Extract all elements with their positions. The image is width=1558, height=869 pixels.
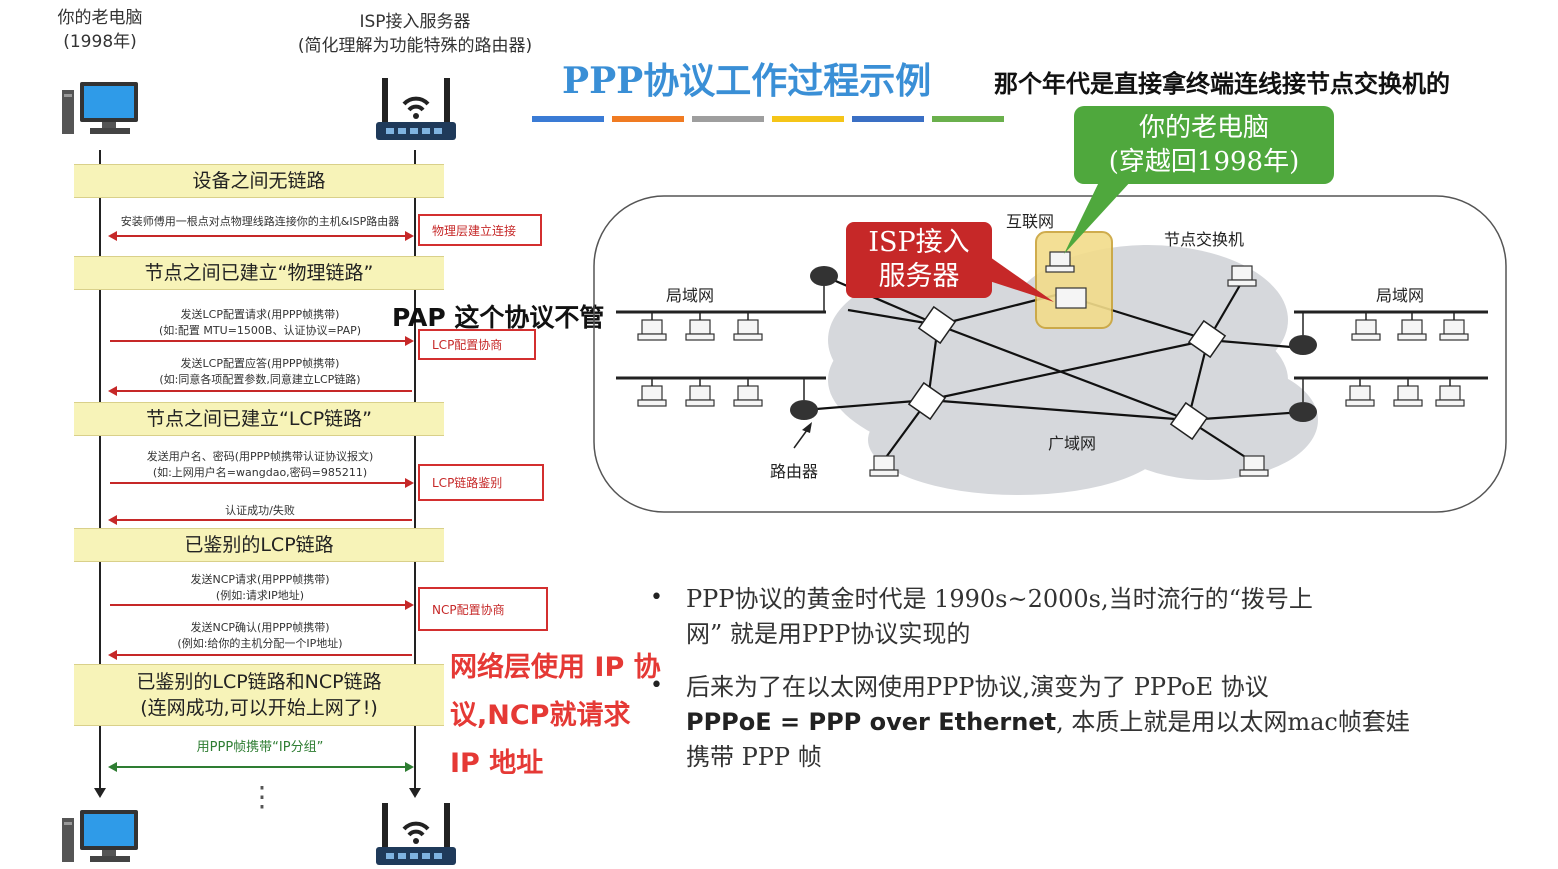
slide-title: PPP协议工作过程示例 (562, 60, 932, 102)
msg-ncp-ack: 发送NCP确认(用PPP帧携带) (例如:给你的主机分配一个IP地址) (177, 621, 343, 650)
phase-lcp: 节点之间已建立“LCP链路” (74, 402, 444, 436)
tag-lcp-auth: LCP链路鉴别 (418, 464, 544, 501)
isp-callout-pointer (980, 250, 1054, 302)
arrow-ncp-ack (108, 650, 412, 660)
ncp-note: 网络层使用 IP 协 议,NCP就请求 IP 地址 (450, 652, 661, 779)
label-internet: 互联网 (1006, 212, 1055, 231)
arrow-ncp-req (110, 600, 414, 610)
accent-bar (852, 116, 924, 122)
phase-no-link: 设备之间无链路 (74, 164, 444, 198)
arrow-install (108, 231, 414, 241)
pc-callout-pointer (1064, 180, 1132, 254)
accent-bar (692, 116, 764, 122)
pap-note: PAP 这个协议不管 (392, 303, 605, 332)
label-wan: 广域网 (1048, 434, 1097, 453)
label-lan-right: 局域网 (1376, 286, 1425, 305)
arrow-ip (108, 762, 414, 772)
bullet-1: PPP协议的黄金时代是 1990s~2000s,当时流行的“拨号上 网” 就是用… (686, 585, 1313, 648)
phase-final: 已鉴别的LCP链路和NCP链路 (连网成功,可以开始上网了!) (74, 664, 444, 726)
pc-lifeline-arrowhead (94, 788, 106, 798)
isp-lifeline (414, 150, 416, 790)
isp-label: ISP接入服务器 (简化理解为功能特殊的路由器) (297, 12, 533, 56)
computer-icon (62, 810, 138, 862)
bullet-2: 后来为了在以太网使用PPP协议,演变为了 PPPoE 协议 PPPoE = PP… (686, 673, 1410, 771)
network-diagram (593, 195, 1507, 513)
phase-physical: 节点之间已建立“物理链路” (74, 256, 444, 290)
router-icon (376, 78, 456, 140)
isp-lifeline-arrowhead (409, 788, 421, 798)
bullet-dot-2: • (650, 673, 663, 698)
pppoe-definition: PPPoE = PPP over Ethernet (686, 708, 1057, 736)
msg-ip: 用PPP帧携带“IP分组” (196, 740, 324, 755)
isp-callout: ISP接入 服务器 (846, 222, 992, 298)
accent-bar (532, 116, 604, 122)
label-switch: 节点交换机 (1164, 230, 1245, 249)
accent-bar (932, 116, 1004, 122)
ellipsis: ⋮ (248, 780, 276, 813)
arrow-lcp-ack (108, 386, 412, 396)
bullet-2-line-2: PPPoE = PPP over Ethernet, 本质上就是用以太网mac帧… (686, 708, 1410, 736)
msg-ncp-req: 发送NCP请求(用PPP帧携带) (例如:请求IP地址) (190, 573, 330, 602)
msg-install: 安装师傅用一根点对点物理线路连接你的主机&ISP路由器 (120, 215, 400, 228)
msg-auth-result: 认证成功/失败 (225, 504, 295, 517)
tag-physical: 物理层建立连接 (418, 214, 542, 246)
label-router: 路由器 (770, 462, 819, 481)
msg-lcp-ack: 发送LCP配置应答(用PPP帧携带) (如:同意各项配置参数,同意建立LCP链路… (159, 357, 361, 386)
tag-ncp: NCP配置协商 (418, 587, 548, 631)
msg-lcp-req: 发送LCP配置请求(用PPP帧携带) (如:配置 MTU=1500B、认证协议=… (158, 308, 362, 337)
accent-bar (612, 116, 684, 122)
label-lan-left: 局域网 (666, 286, 715, 305)
bullet-dot-1: • (650, 585, 663, 610)
old-pc-label: 你的老电脑 (1998年) (57, 8, 143, 52)
router-icon (376, 803, 456, 865)
arrow-auth (110, 478, 414, 488)
computer-icon (62, 82, 138, 134)
arrow-auth-result (108, 515, 412, 525)
msg-auth: 发送用户名、密码(用PPP帧携带认证协议报文) (如:上网用户名=wangdao… (146, 450, 374, 479)
accent-bar (772, 116, 844, 122)
phase-authed: 已鉴别的LCP链路 (74, 528, 444, 562)
arrow-lcp-req (110, 336, 414, 346)
pc-lifeline (99, 150, 101, 790)
era-note: 那个年代是直接拿终端连线接节点交换机的 (994, 70, 1450, 98)
pc-callout: 你的老电脑 (穿越回1998年) (1074, 106, 1334, 184)
tag-lcp-negotiation: LCP配置协商 (418, 329, 536, 360)
